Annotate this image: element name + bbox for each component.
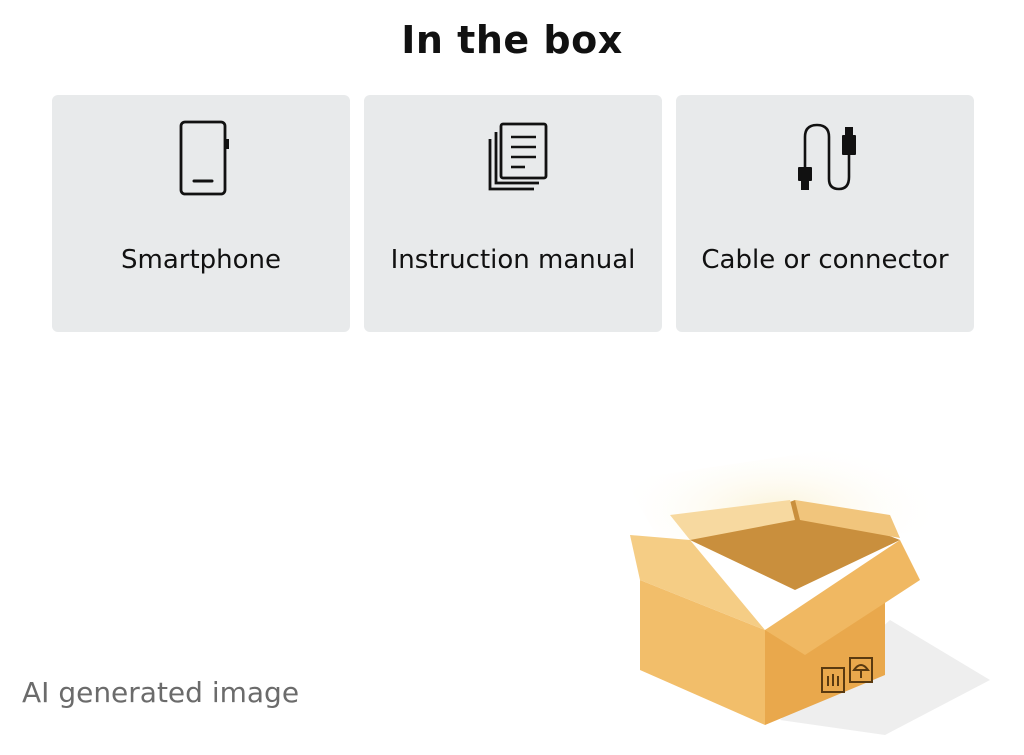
page-title: In the box [401, 18, 623, 62]
smartphone-icon [52, 117, 350, 197]
manual-icon [364, 117, 662, 197]
item-card-instruction-manual: Instruction manual [364, 95, 662, 332]
item-card-cable-or-connector: Cable or connector [676, 95, 974, 332]
item-label: Cable or connector [701, 245, 949, 275]
item-label: Smartphone [120, 245, 281, 275]
cable-icon [676, 117, 974, 197]
item-card-smartphone: Smartphone [52, 95, 350, 332]
ai-generated-caption: AI generated image [22, 676, 300, 709]
item-label: Instruction manual [390, 245, 636, 275]
open-cardboard-box-image [600, 420, 1000, 745]
